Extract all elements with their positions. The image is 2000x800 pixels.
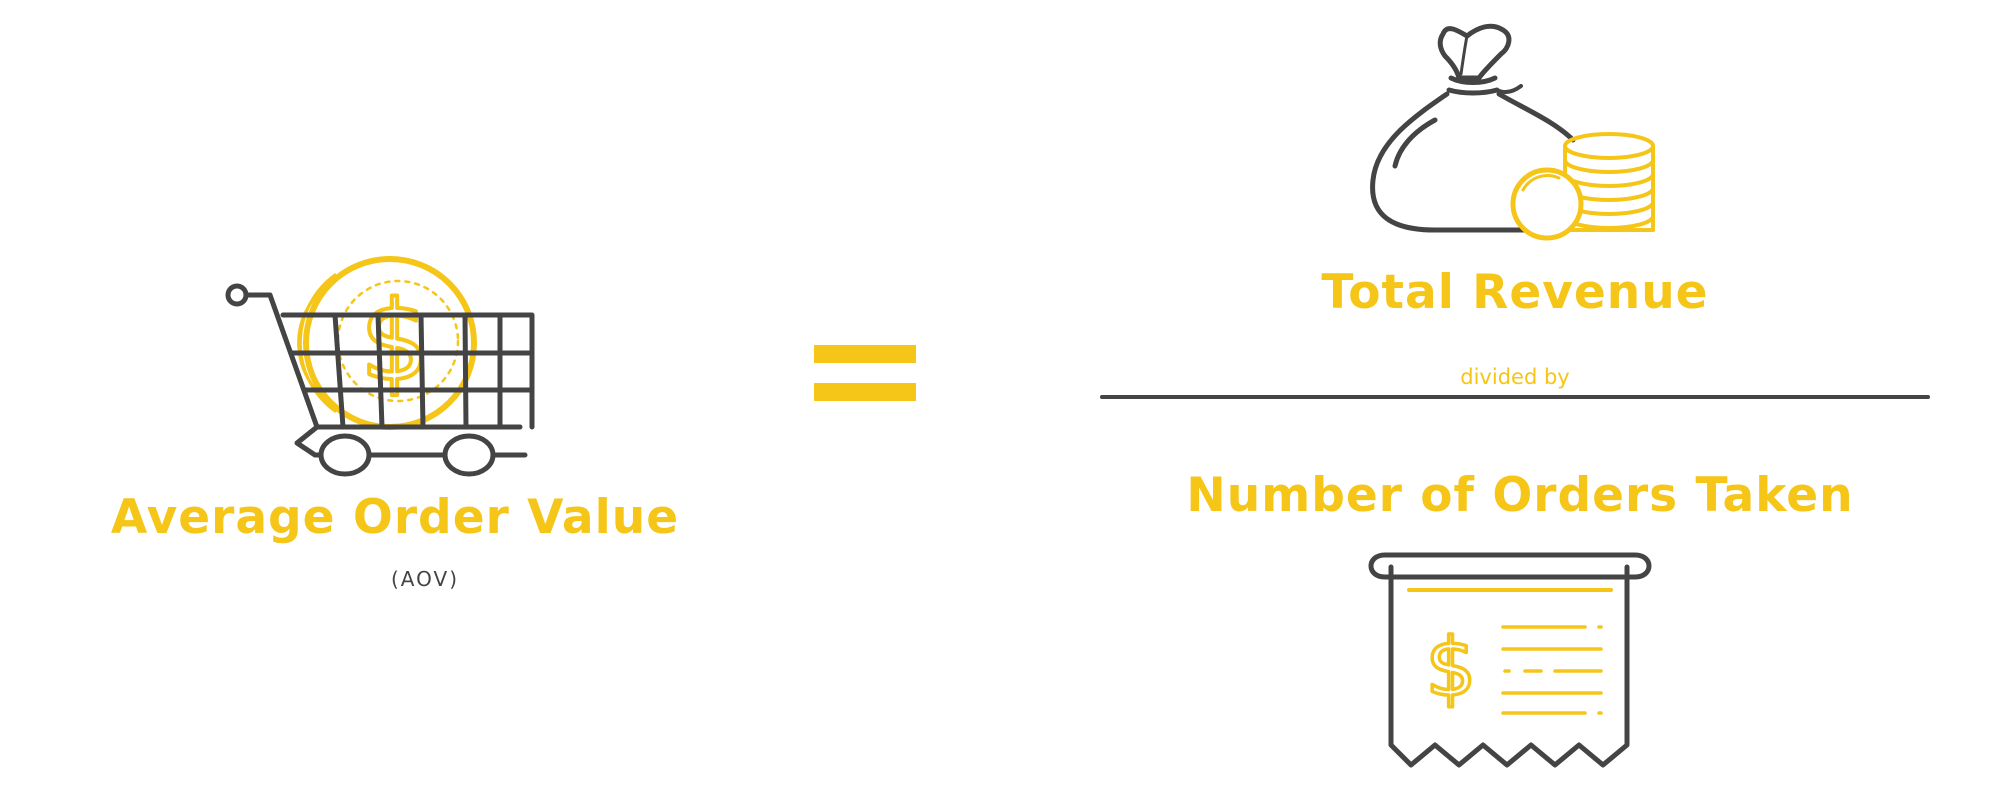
shopping-cart-coin-icon: $ [215, 255, 545, 485]
money-bag-icon [1355, 20, 1665, 250]
total-revenue-label: Total Revenue [1321, 265, 1709, 320]
aov-title: Average Order Value [110, 490, 680, 545]
number-of-orders-label: Number of Orders Taken [1186, 468, 1854, 523]
divided-by-label: divided by [1460, 365, 1570, 389]
receipt-icon: $ [1355, 545, 1665, 780]
equals-icon [810, 343, 920, 403]
svg-text:$: $ [1426, 621, 1477, 714]
fraction-divider-line [1100, 395, 1930, 399]
aov-abbreviation: (AOV) [390, 567, 459, 591]
